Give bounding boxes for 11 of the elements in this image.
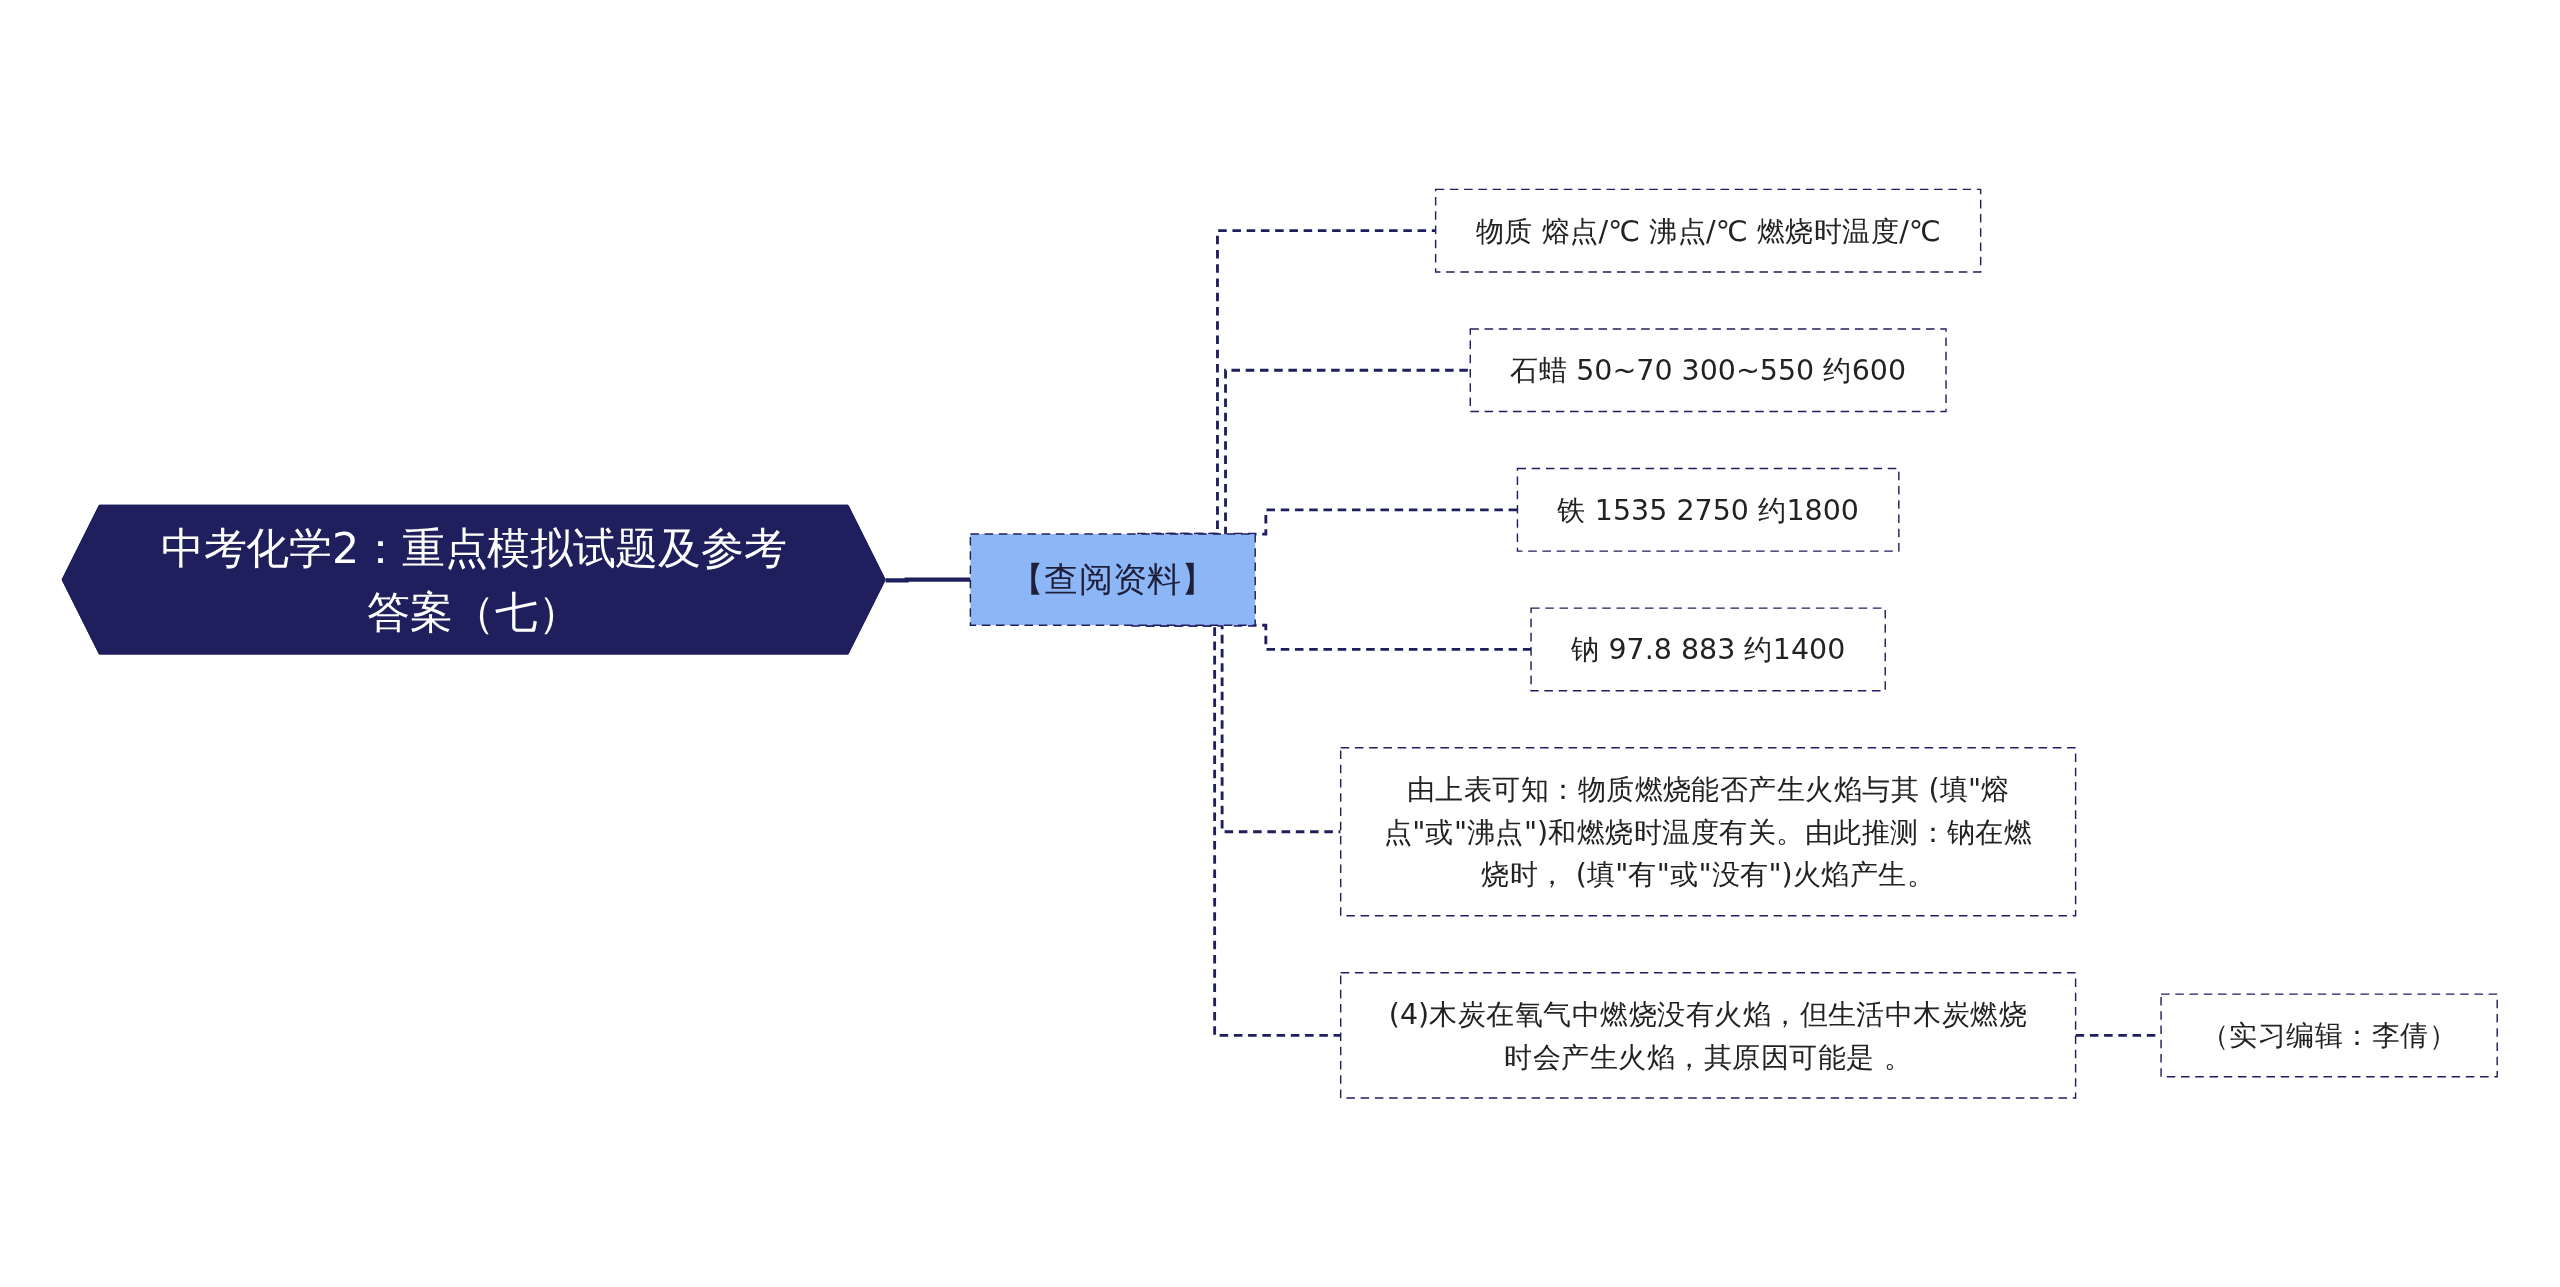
node-box: 【查阅资料】 xyxy=(969,533,1257,626)
connector xyxy=(885,577,971,583)
node-box: 由上表可知：物质燃烧能否产生火焰与其 (填"熔点"或"沸点")和燃烧时温度有关。由此推测：钠在燃烧时， (填"有"或"没有")火焰产生。 xyxy=(1340,746,2077,917)
node-box: 物质 熔点/℃ 沸点/℃ 燃烧时温度/℃ xyxy=(1435,188,1982,273)
node-box: 石蜡 50~70 300~550 约600 xyxy=(1469,328,1947,413)
node-box: 钠 97.8 883 约1400 xyxy=(1530,607,1887,692)
node-box: （实习编辑：李倩） xyxy=(2160,993,2499,1078)
node-box: (4)木炭在氧气中燃烧没有火焰，但生活中木炭燃烧时会产生火焰，其原因可能是 。 xyxy=(1340,971,2077,1099)
connector xyxy=(1233,623,1532,651)
node-box: 铁 1535 2750 约1800 xyxy=(1516,467,1900,552)
connector xyxy=(1131,623,1341,1037)
